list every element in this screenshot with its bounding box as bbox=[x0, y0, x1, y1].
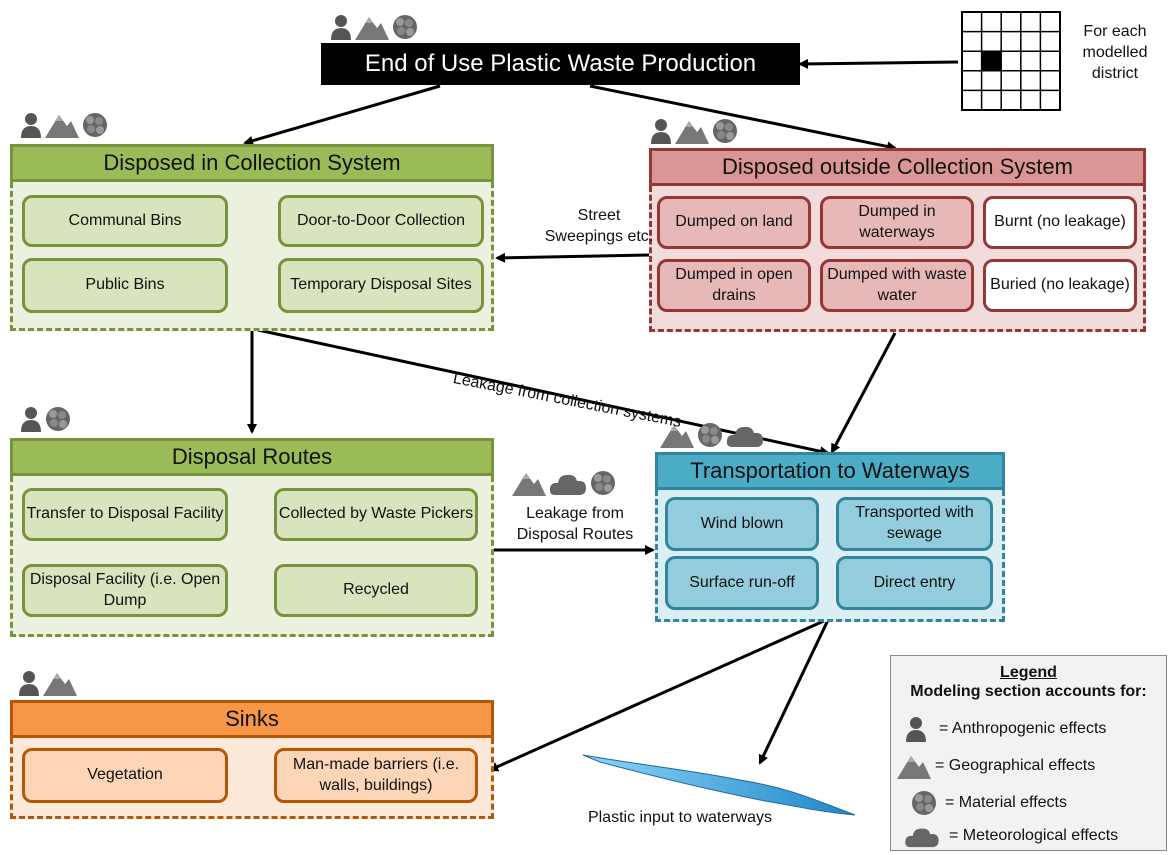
collection-section: Disposed in Collection System Communal B… bbox=[10, 144, 494, 331]
cloud-icon bbox=[726, 426, 763, 447]
direct-entry-box: Direct entry bbox=[836, 556, 993, 610]
dumped-land-box: Dumped on land bbox=[657, 196, 811, 249]
arrow-collection-leakage bbox=[257, 328, 830, 457]
main-title-text: End of Use Plastic Waste Production bbox=[364, 50, 757, 77]
river-shape bbox=[582, 754, 856, 816]
legend-item-meteorological: = Meteorological effects bbox=[949, 827, 1119, 844]
person-icon bbox=[19, 671, 39, 696]
communal-bins-box: Communal Bins bbox=[22, 195, 228, 247]
arrow-transport-to-river bbox=[758, 619, 830, 765]
mountain-icon bbox=[675, 121, 709, 144]
legend-item-anthropogenic: = Anthropogenic effects bbox=[939, 720, 1107, 737]
mountain-icon bbox=[355, 17, 389, 40]
grid-label: For each modelled district bbox=[1082, 23, 1148, 82]
outside-icons bbox=[650, 118, 738, 144]
material-icon bbox=[698, 423, 722, 447]
mountain-icon bbox=[43, 673, 77, 696]
leakage-routes-label: Leakage from Disposal Routes bbox=[516, 505, 634, 543]
material-icon bbox=[393, 15, 417, 39]
material-icon bbox=[46, 407, 70, 431]
sinks-icons bbox=[18, 670, 77, 696]
legend-item-material: = Material effects bbox=[945, 794, 1067, 811]
routes-icons bbox=[20, 406, 71, 432]
door-to-door-box: Door-to-Door Collection bbox=[278, 195, 484, 247]
material-icon bbox=[591, 471, 615, 495]
cloud-icon bbox=[905, 828, 939, 848]
transport-title: Transportation to Waterways bbox=[655, 452, 1005, 490]
title-icons bbox=[330, 14, 418, 40]
sewage-box: Transported with sewage bbox=[836, 497, 993, 551]
sinks-title: Sinks bbox=[10, 700, 494, 738]
disposal-facility-box: Disposal Facility (i.e. Open Dump bbox=[22, 564, 228, 617]
dumped-waterways-box: Dumped in waterways bbox=[820, 196, 974, 249]
recycled-box: Recycled bbox=[274, 564, 478, 617]
street-sweepings-label: Street Sweepings etc. bbox=[544, 207, 654, 245]
sinks-section: Sinks Vegetation Man-made barriers (i.e.… bbox=[10, 700, 494, 819]
transport-section: Transportation to Waterways Wind blown T… bbox=[655, 452, 1005, 622]
person-icon bbox=[651, 119, 671, 144]
material-icon bbox=[912, 791, 936, 815]
vegetation-box: Vegetation bbox=[22, 748, 228, 803]
district-grid bbox=[961, 11, 1061, 111]
transfer-box: Transfer to Disposal Facility bbox=[22, 488, 228, 541]
person-icon bbox=[331, 15, 351, 40]
arrow-transport-to-sinks bbox=[488, 618, 827, 772]
arrow-title-to-outside bbox=[589, 84, 897, 152]
outside-title: Disposed outside Collection System bbox=[649, 148, 1146, 186]
arrow-title-to-collection bbox=[243, 84, 441, 146]
material-icon bbox=[83, 113, 107, 137]
cloud-icon bbox=[549, 474, 586, 495]
wind-blown-box: Wind blown bbox=[665, 497, 819, 551]
collection-icons bbox=[20, 112, 108, 138]
arrow-grid-to-title bbox=[798, 58, 959, 69]
outside-section: Disposed outside Collection System Dumpe… bbox=[649, 148, 1146, 332]
barriers-box: Man-made barriers (i.e. walls, buildings… bbox=[274, 748, 478, 803]
person-icon bbox=[906, 717, 926, 742]
routes-title: Disposal Routes bbox=[10, 438, 494, 476]
public-bins-box: Public Bins bbox=[22, 258, 228, 313]
waste-pickers-box: Collected by Waste Pickers bbox=[274, 488, 478, 541]
legend: Legend Modeling section accounts for: = … bbox=[890, 655, 1167, 851]
legend-subtitle: Modeling section accounts for: bbox=[910, 683, 1147, 700]
dumped-drains-box: Dumped in open drains bbox=[657, 259, 811, 312]
temporary-disposal-box: Temporary Disposal Sites bbox=[278, 258, 484, 313]
arrow-outside-to-transport bbox=[830, 332, 897, 454]
dumped-wastewater-box: Dumped with waste water bbox=[820, 259, 974, 312]
surface-runoff-box: Surface run-off bbox=[665, 556, 819, 610]
transport-icons bbox=[660, 422, 764, 448]
collection-title: Disposed in Collection System bbox=[10, 144, 494, 182]
routes-section: Disposal Routes Transfer to Disposal Fac… bbox=[10, 438, 494, 637]
mountain-icon bbox=[512, 473, 546, 496]
grid-selected-cell bbox=[981, 51, 1002, 71]
legend-item-geographical: = Geographical effects bbox=[935, 757, 1096, 774]
material-icon bbox=[713, 119, 737, 143]
mountain-icon bbox=[660, 425, 694, 448]
mountain-icon bbox=[897, 756, 931, 779]
person-icon bbox=[21, 407, 41, 432]
mountain-icon bbox=[45, 115, 79, 138]
arrow-outside-to-collection bbox=[495, 252, 651, 263]
burnt-box: Burnt (no leakage) bbox=[983, 196, 1137, 249]
legend-title: Legend bbox=[1000, 664, 1057, 681]
person-icon bbox=[21, 113, 41, 138]
plastic-input-label: Plastic input to waterways bbox=[587, 809, 773, 826]
buried-box: Buried (no leakage) bbox=[983, 259, 1137, 312]
main-title: End of Use Plastic Waste Production bbox=[321, 43, 800, 85]
leak-routes-icons bbox=[512, 470, 616, 496]
